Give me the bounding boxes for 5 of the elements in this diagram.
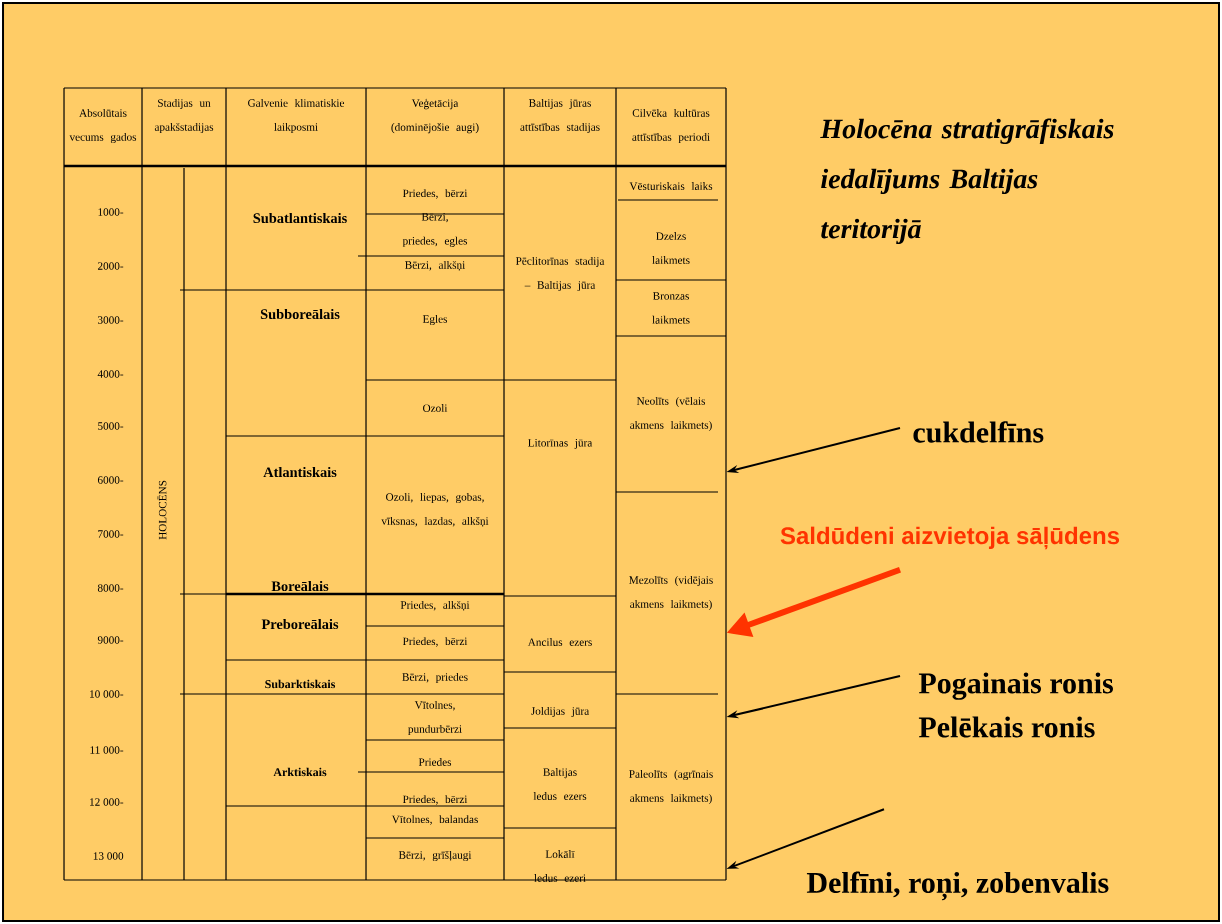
animal-label: cukdelfīns [913,421,1044,443]
callout-text: Saldūdeni aizvietoja sāļūdens [780,526,1120,550]
animal-label: Delfīni, roņi, zobenvalis [806,871,1109,901]
animal-label: Pogainais ronis Pelēkais ronis [918,672,1113,738]
title: Holocēna stratigrāfiskais iedalījums Baltijas teritorijā [820,118,1114,245]
